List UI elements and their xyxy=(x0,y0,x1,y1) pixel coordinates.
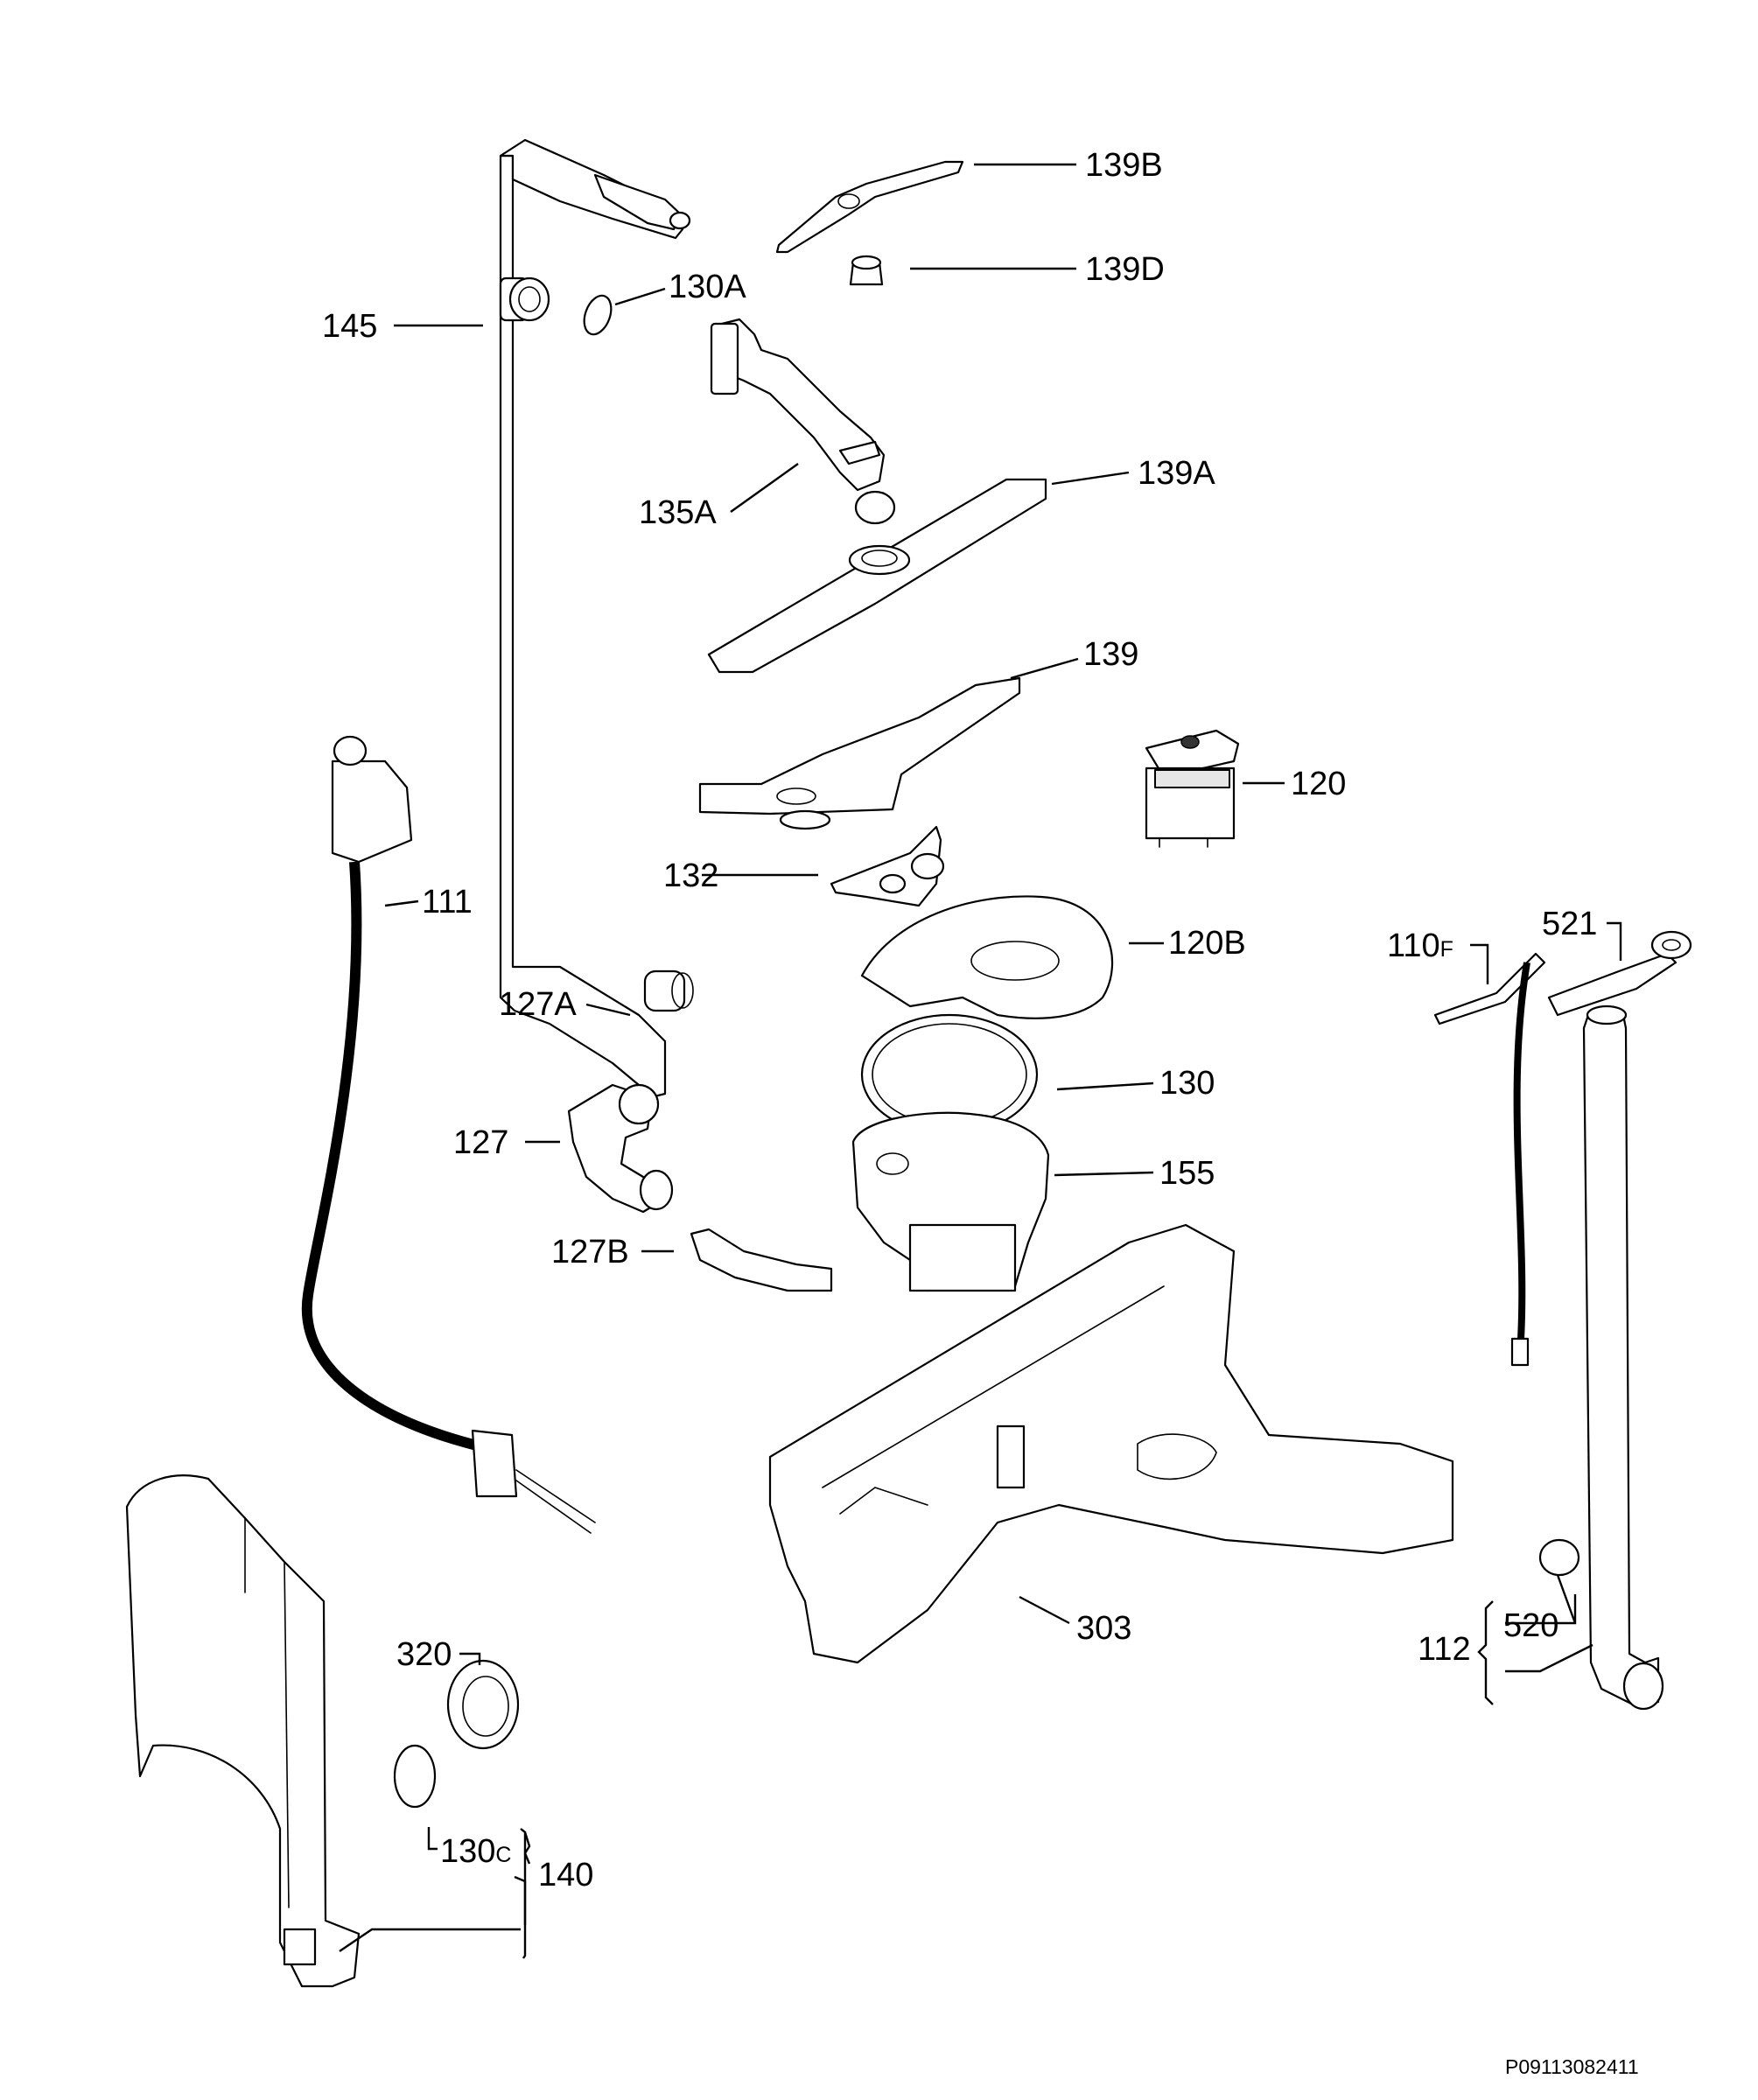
reference-code: P09113082411 xyxy=(1505,2055,1639,2078)
part-120B-micro-filter[interactable] xyxy=(860,895,1114,1019)
leader-lines xyxy=(339,163,1622,1959)
label-120: 120 xyxy=(1291,766,1346,802)
part-120-filter[interactable] xyxy=(1145,729,1240,848)
part-140-side-panel[interactable] xyxy=(125,1474,361,1988)
part-130A-o-ring[interactable] xyxy=(579,292,616,339)
label-139B: 139B xyxy=(1085,147,1163,184)
label-303: 303 xyxy=(1076,1610,1131,1647)
label-120B: 120B xyxy=(1168,925,1246,962)
part-320-ring[interactable] xyxy=(446,1659,520,1750)
label-140: 140 xyxy=(538,1857,593,1894)
part-145-supply-pipe[interactable] xyxy=(499,138,691,1100)
label-139A: 139A xyxy=(1138,455,1215,492)
part-135A-arm-bracket[interactable] xyxy=(710,318,896,525)
label-127B: 127B xyxy=(551,1234,629,1270)
part-130-seal-ring[interactable] xyxy=(860,1013,1039,1136)
label-139: 139 xyxy=(1083,636,1138,673)
part-139A-middle-spray-arm[interactable] xyxy=(707,478,1047,674)
label-130: 130 xyxy=(1159,1065,1215,1102)
label-132: 132 xyxy=(663,858,718,894)
part-132-sump-housing[interactable] xyxy=(830,825,945,907)
part-303-base-tray[interactable] xyxy=(768,1223,1454,1664)
label-320: 320 xyxy=(396,1636,452,1673)
label-110F: 110F xyxy=(1387,928,1453,964)
label-127A: 127A xyxy=(499,986,577,1023)
label-145: 145 xyxy=(322,308,377,345)
part-139D-nut[interactable] xyxy=(849,255,884,286)
part-139B-upper-spray-arm[interactable] xyxy=(775,160,964,254)
label-520: 520 xyxy=(1503,1607,1558,1644)
part-127A-connector[interactable] xyxy=(643,970,694,1012)
label-521: 521 xyxy=(1542,906,1597,942)
label-135A: 135A xyxy=(639,494,717,531)
part-139-lower-spray-arm[interactable] xyxy=(698,676,1021,830)
part-111-water-hose[interactable] xyxy=(301,735,596,1534)
label-155: 155 xyxy=(1159,1155,1215,1192)
part-127B-tube[interactable] xyxy=(690,1228,833,1292)
label-130C: 130C xyxy=(440,1833,511,1870)
part-110F-hose[interactable] xyxy=(1433,952,1546,1367)
part-155-pump[interactable] xyxy=(851,1111,1050,1292)
part-127-elbow[interactable] xyxy=(567,1083,674,1214)
part-130C-seal[interactable] xyxy=(393,1744,437,1809)
part-521-clip[interactable] xyxy=(1547,930,1692,1017)
label-139D: 139D xyxy=(1085,251,1165,288)
part-labels: 145 130A 139B 139D 135A 139A 139 120 111… xyxy=(322,147,1639,2078)
label-111: 111 xyxy=(422,884,473,920)
part-520-ring[interactable] xyxy=(1538,1538,1580,1577)
label-130A: 130A xyxy=(669,269,746,305)
label-112: 112 xyxy=(1418,1631,1471,1668)
part-112-drain-hose[interactable] xyxy=(1582,1004,1664,1711)
label-127: 127 xyxy=(453,1124,508,1161)
